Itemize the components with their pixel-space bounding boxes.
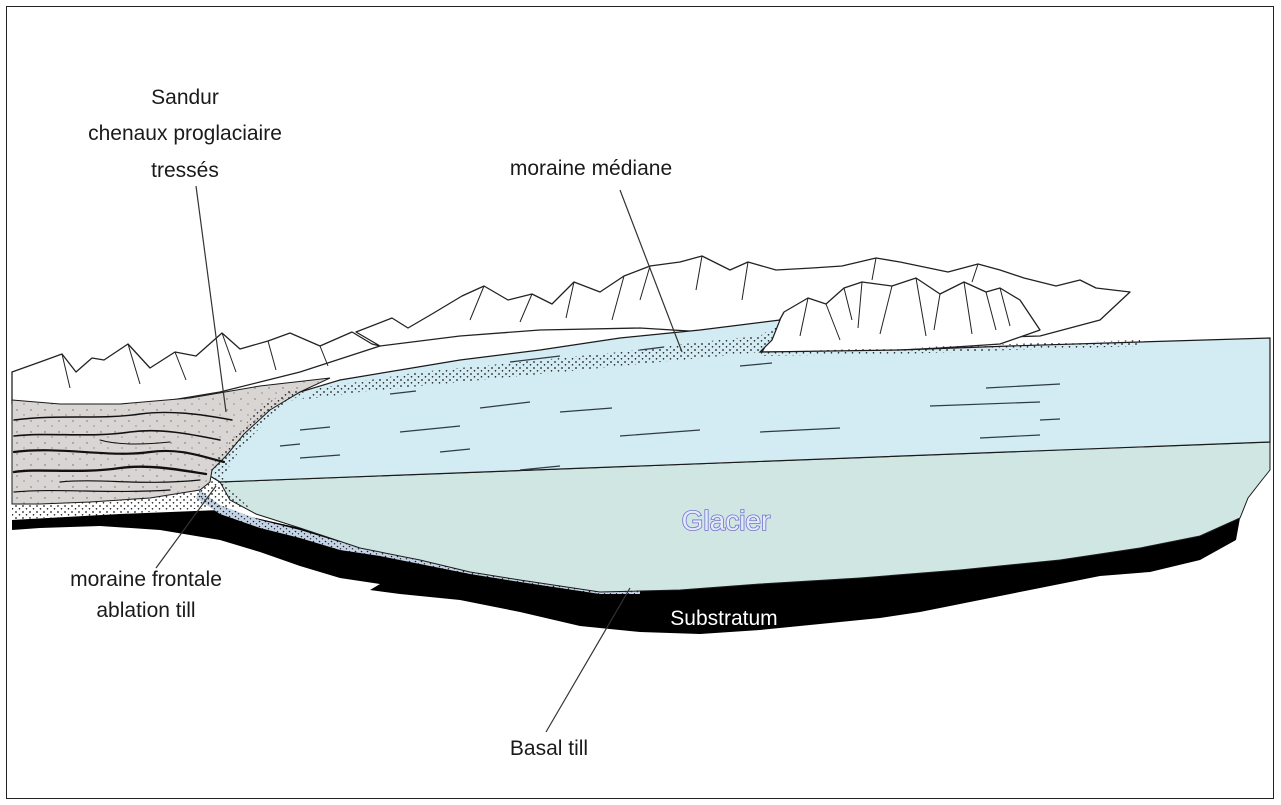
label-moraine-frontale-line2: ablation till [96,599,195,622]
label-basal-till: Basal till [510,737,588,760]
label-glacier: Glacier [682,505,771,536]
label-moraine-frontale-line1: moraine frontale [70,568,222,591]
label-sandur-line3: tressés [151,159,219,182]
label-moraine-mediane: moraine médiane [510,157,672,180]
label-sandur-line1: Sandur [151,86,219,109]
label-substratum: Substratum [670,607,777,630]
label-sandur-line2: chenaux proglaciaire [88,122,282,145]
